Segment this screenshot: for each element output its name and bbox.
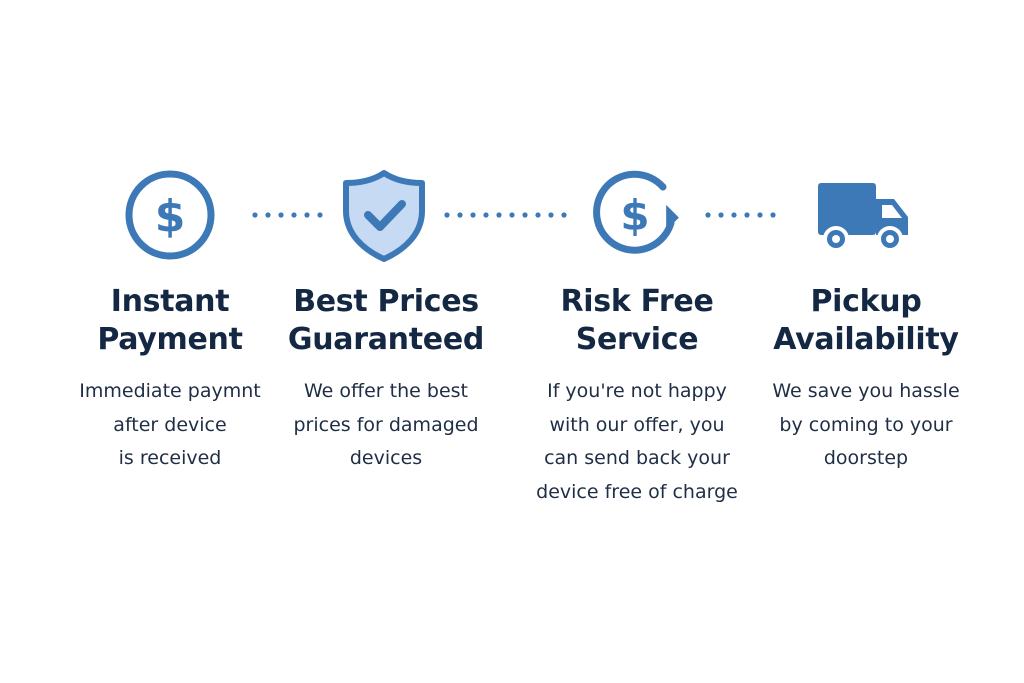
connector-dots-1 — [250, 212, 326, 218]
feature-description: We save you hassle by coming to your doo… — [772, 380, 960, 469]
feature-title: Instant Payment — [97, 284, 243, 357]
feature-title: Pickup Availability — [773, 284, 959, 357]
feature-title: Risk Free Service — [560, 284, 714, 357]
feature-description: Immediate paymnt after device is receive… — [79, 380, 261, 469]
connector-dots-2 — [442, 212, 572, 218]
connector-dots-3 — [703, 212, 783, 218]
svg-text:$: $ — [620, 191, 649, 240]
delivery-truck-icon — [814, 167, 910, 263]
feature-title: Best Prices Guaranteed — [287, 284, 485, 357]
svg-text:$: $ — [155, 191, 186, 242]
dollar-refresh-icon: $ — [589, 167, 685, 263]
feature-description: We offer the best prices for damaged dev… — [293, 380, 479, 469]
feature-description: If you're not happy with our offer, you … — [536, 380, 738, 503]
shield-check-icon — [336, 167, 432, 263]
dollar-circle-icon: $ — [122, 167, 218, 263]
